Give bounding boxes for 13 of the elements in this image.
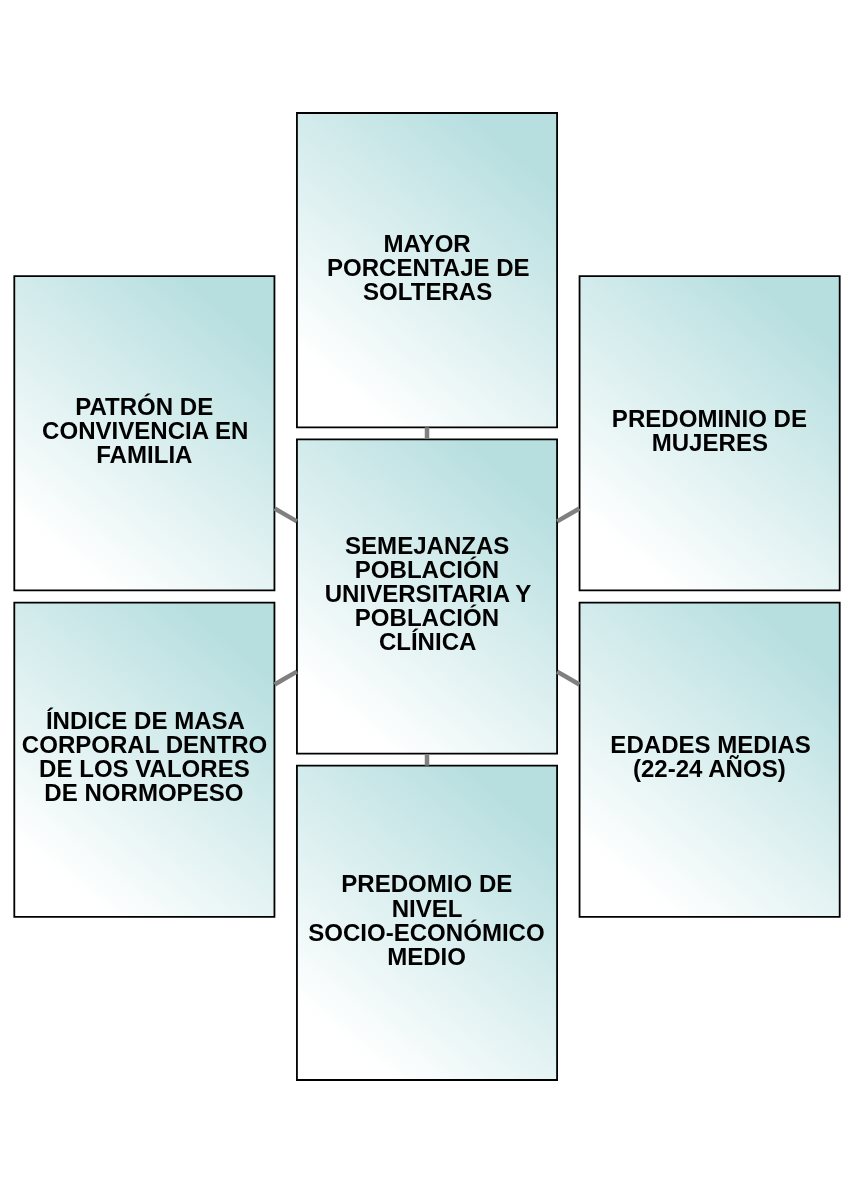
connector	[424, 753, 430, 766]
node-box: EDADES MEDIAS (22-24 AÑOS)	[578, 601, 841, 918]
connector	[424, 427, 430, 440]
connector	[273, 669, 298, 687]
node-box: PATRÓN DE CONVIVENCIA EN FAMILIA	[13, 275, 276, 592]
node-box: SEMEJANZAS POBLACIÓN UNIVERSITARIA Y POBLACIÓN CLÍNICA	[296, 438, 558, 755]
node-box: PREDOMIO DE NIVEL SOCIO-ECONÓMICO MEDIO	[296, 764, 558, 1081]
node-box: MAYOR PORCENTAJE DE SOLTERAS	[296, 112, 558, 429]
connector	[273, 506, 298, 524]
node-box: ÍNDICE DE MASA CORPORAL DENTRO DE LOS VALORES DE NORMOPESO	[13, 601, 276, 918]
node-box: PREDOMINIO DE MUJERES	[578, 275, 841, 592]
connector	[556, 506, 581, 524]
connector	[556, 669, 581, 687]
